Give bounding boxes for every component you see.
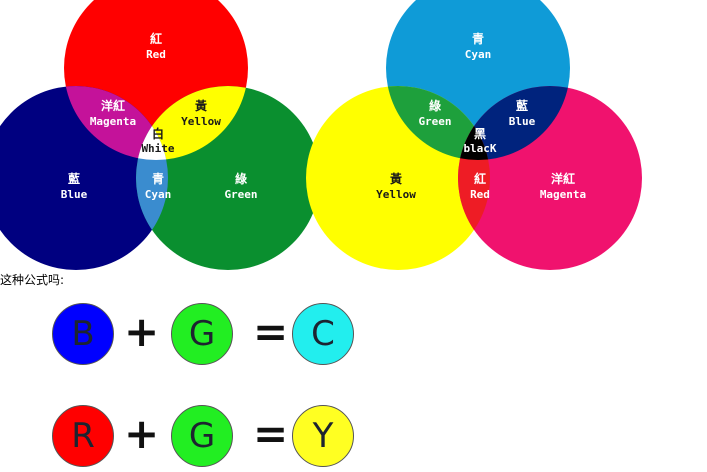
red-label-zh: 紅 <box>150 31 162 46</box>
equals-sign: = <box>253 307 289 356</box>
red-label-en: Red <box>470 188 490 201</box>
green-label-en: Green <box>418 115 451 128</box>
green-overlap <box>386 86 490 160</box>
cyan-label-zh: 青 <box>472 31 484 46</box>
blue-label-zh: 藍 <box>516 98 528 113</box>
yellow-label-zh: 黃 <box>389 171 402 186</box>
magenta-label-en: Magenta <box>90 115 136 128</box>
blue-label-en: Blue <box>509 115 536 128</box>
yellow-overlap <box>136 86 248 160</box>
equation-red-green-yellow: R + G = Y <box>0 402 420 472</box>
yellow-label-en: Yellow <box>376 188 416 201</box>
yellow-ball: Y <box>292 405 354 467</box>
blue-label-zh: 藍 <box>68 171 80 186</box>
venn-diagrams: 紅 Red 洋紅 Magenta 黃 Yellow 白 White 藍 Blue… <box>0 0 642 270</box>
blue-overlap <box>458 86 570 160</box>
black-label-zh: 黑 <box>474 127 486 141</box>
red-label-zh: 紅 <box>474 171 486 186</box>
plus-sign: + <box>124 409 160 458</box>
red-label-en: Red <box>146 48 166 61</box>
yellow-label-en: Yellow <box>181 115 221 128</box>
cyan-label-en: Cyan <box>145 188 172 201</box>
subtractive-venn-diagram: 青 Cyan 綠 Green 藍 Blue 黑 blacK 黃 Yellow 紅… <box>306 0 642 270</box>
plus-sign: + <box>124 307 160 356</box>
white-label-zh: 白 <box>152 126 164 141</box>
cyan-label-en: Cyan <box>465 48 492 61</box>
magenta-overlap <box>64 86 168 160</box>
magenta-label-zh: 洋紅 <box>101 98 125 113</box>
additive-venn-diagram: 紅 Red 洋紅 Magenta 黃 Yellow 白 White 藍 Blue… <box>0 0 320 270</box>
red-ball: R <box>52 405 114 467</box>
white-label-en: White <box>141 142 174 155</box>
blue-ball: B <box>52 303 114 365</box>
cyan-label-zh: 青 <box>152 171 164 186</box>
cyan-ball: C <box>292 303 354 365</box>
green-label-zh: 綠 <box>235 171 248 186</box>
green-ball: G <box>171 303 233 365</box>
equals-sign: = <box>253 409 289 458</box>
blue-label-en: Blue <box>61 188 88 201</box>
equation-blue-green-cyan: B + G = C <box>0 300 420 370</box>
green-label-en: Green <box>224 188 257 201</box>
green-label-zh: 綠 <box>429 98 442 113</box>
yellow-label-zh: 黃 <box>194 98 207 113</box>
formula-caption: 这种公式吗: <box>0 273 65 287</box>
green-ball: G <box>171 405 233 467</box>
magenta-label-zh: 洋紅 <box>551 171 575 186</box>
black-label-en: blacK <box>463 142 496 155</box>
magenta-label-en: Magenta <box>540 188 586 201</box>
